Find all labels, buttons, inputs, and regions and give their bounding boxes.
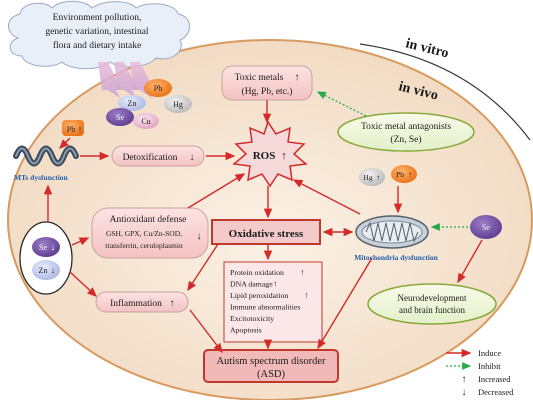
asd-line-2: (ASD) xyxy=(257,369,286,380)
mitochondria-icon xyxy=(355,215,429,249)
mito-pb-up-arrow: ↑ xyxy=(408,170,412,179)
mito-hg-ball xyxy=(359,168,385,186)
effects-item: Apoptosis xyxy=(230,326,262,335)
neurodevelopment-ellipse xyxy=(367,283,497,325)
cloud-line-1: Environment pollution, xyxy=(53,13,142,23)
oxidative-stress-label: Oxidative stress xyxy=(229,228,304,240)
in-vitro-boundary xyxy=(359,43,531,141)
mts-pb-badge xyxy=(62,120,84,136)
antagonists-line-1: Toxic metal antagonists xyxy=(361,122,451,132)
deficiency-se-ball xyxy=(32,237,60,257)
legend: Induce Inhibit ↑ Increased ↓ Decreased xyxy=(446,348,514,398)
ros-label: ROS xyxy=(253,150,276,162)
toxic-metals-line-2: (Hg, Pb, etc.) xyxy=(242,86,293,97)
arrow-se-to-neurodevelopment xyxy=(457,239,483,284)
arrow-pb-to-mts xyxy=(59,137,71,149)
arrow-mitochondria-to-asd xyxy=(317,257,373,350)
effects-item-up-arrow: ↑ xyxy=(273,279,277,289)
ros-up-arrow: ↑ xyxy=(281,150,287,162)
arrow-antioxidant-to-ros xyxy=(187,173,246,209)
deficiency-zn-ball xyxy=(32,260,60,280)
mts-dysfunction-label: MTs dysfunction xyxy=(14,173,69,182)
effects-item-up-arrow: ↑ xyxy=(304,290,308,300)
se-right-ball xyxy=(470,215,502,239)
effects-item: Immune abnormalities xyxy=(230,303,300,312)
induce-arrows xyxy=(43,100,483,354)
detoxification-box xyxy=(111,145,205,167)
oxidative-stress-box xyxy=(211,219,321,245)
neurodevelopment-line-2: and brain function xyxy=(399,305,465,315)
metal-zn: Zn xyxy=(128,99,137,108)
mts-pb-label: Pb xyxy=(67,125,75,134)
effects-item-up-arrow: ↑ xyxy=(300,267,304,277)
detoxification-label: Detoxification xyxy=(123,152,178,163)
asd-box xyxy=(203,349,339,383)
arrow-antagonists-inhibit-metals xyxy=(316,91,367,117)
metal-se: Se xyxy=(116,113,124,122)
detoxification-down-arrow: ↓ xyxy=(190,152,195,163)
legend-down-arrow: ↓ xyxy=(462,387,467,398)
deficiency-se-label: Se xyxy=(39,243,47,252)
mito-hg-label: Hg xyxy=(363,173,372,182)
deficiency-zn-label: Zn xyxy=(39,266,48,275)
mito-pb-label: Pb xyxy=(396,170,404,179)
antioxidant-line-1: GSH, GPX, Cu/Zn-SOD, xyxy=(106,229,182,238)
effects-box xyxy=(223,261,323,343)
deficiency-circle xyxy=(19,221,73,295)
arrow-deficiency-to-inflammation xyxy=(69,271,98,297)
legend-induce-label: Induce xyxy=(478,348,501,358)
environment-cloud xyxy=(8,0,190,70)
ros-starburst xyxy=(232,120,308,188)
metal-hg: Hg xyxy=(173,100,183,109)
deficiency-se-down-arrow: ↓ xyxy=(51,242,56,252)
mts-helix-icon xyxy=(13,145,79,167)
mito-hg-up-arrow: ↑ xyxy=(376,173,380,182)
legend-increased-label: Increased xyxy=(478,374,511,384)
legend-inhibit-label: Inhibit xyxy=(478,361,501,371)
toxic-metals-up-arrow: ↑ xyxy=(295,72,300,83)
inflammation-box xyxy=(95,291,189,313)
arrow-oxidative-to-inflammation xyxy=(187,243,219,292)
inhibit-arrows xyxy=(316,91,468,231)
arrow-inflammation-to-asd xyxy=(189,309,223,354)
effects-item: Lipid peroxidation xyxy=(230,291,288,300)
deficiency-zn-down-arrow: ↓ xyxy=(51,265,56,275)
metals-cluster xyxy=(106,79,192,129)
legend-decreased-label: Decreased xyxy=(478,387,514,397)
effects-list: Protein oxidation↑DNA damage↑Lipid perox… xyxy=(230,267,308,335)
asd-line-1: Autism spectrum disorder xyxy=(216,356,326,367)
cloud-line-2: genetic variation, intestinal xyxy=(45,27,149,37)
arrow-deficiency-to-antioxidant xyxy=(71,237,90,246)
toxic-metals-line-1: Toxic metals xyxy=(235,73,284,83)
arrow-mitochondria-to-ros xyxy=(292,179,361,215)
mitochondria-dysfunction-label: Mitochondria dysfunction xyxy=(354,253,438,262)
antioxidant-title: Antioxidant defense xyxy=(110,214,187,225)
inflammation-up-arrow: ↑ xyxy=(170,298,175,309)
cloud-line-3: flora and dietary intake xyxy=(53,40,141,51)
metal-pb: Pb xyxy=(154,84,162,93)
effects-item: DNA damage xyxy=(230,280,273,289)
inflammation-label: Inflammation xyxy=(110,298,162,309)
in-vitro-label: in vitro xyxy=(404,36,450,61)
mito-pb-ball xyxy=(391,165,417,183)
mts-pb-up-arrow: ↑ xyxy=(78,124,83,134)
antioxidant-down-arrow: ↓ xyxy=(197,231,202,242)
antioxidant-line-2: transferrin, ceruloplasmin xyxy=(105,241,183,250)
se-right-label: Se xyxy=(482,223,490,232)
antioxidant-defense-box xyxy=(91,207,209,259)
antagonists-line-2: (Zn, Se) xyxy=(390,134,421,145)
metal-cu: Cu xyxy=(141,117,150,126)
neurodevelopment-line-1: Neurodevelopment xyxy=(398,293,467,303)
legend-up-arrow: ↑ xyxy=(462,374,467,385)
effects-item: Excitotoxicity xyxy=(230,314,274,323)
effects-item: Protein oxidation xyxy=(230,268,284,277)
antagonists-ellipse xyxy=(337,112,475,152)
